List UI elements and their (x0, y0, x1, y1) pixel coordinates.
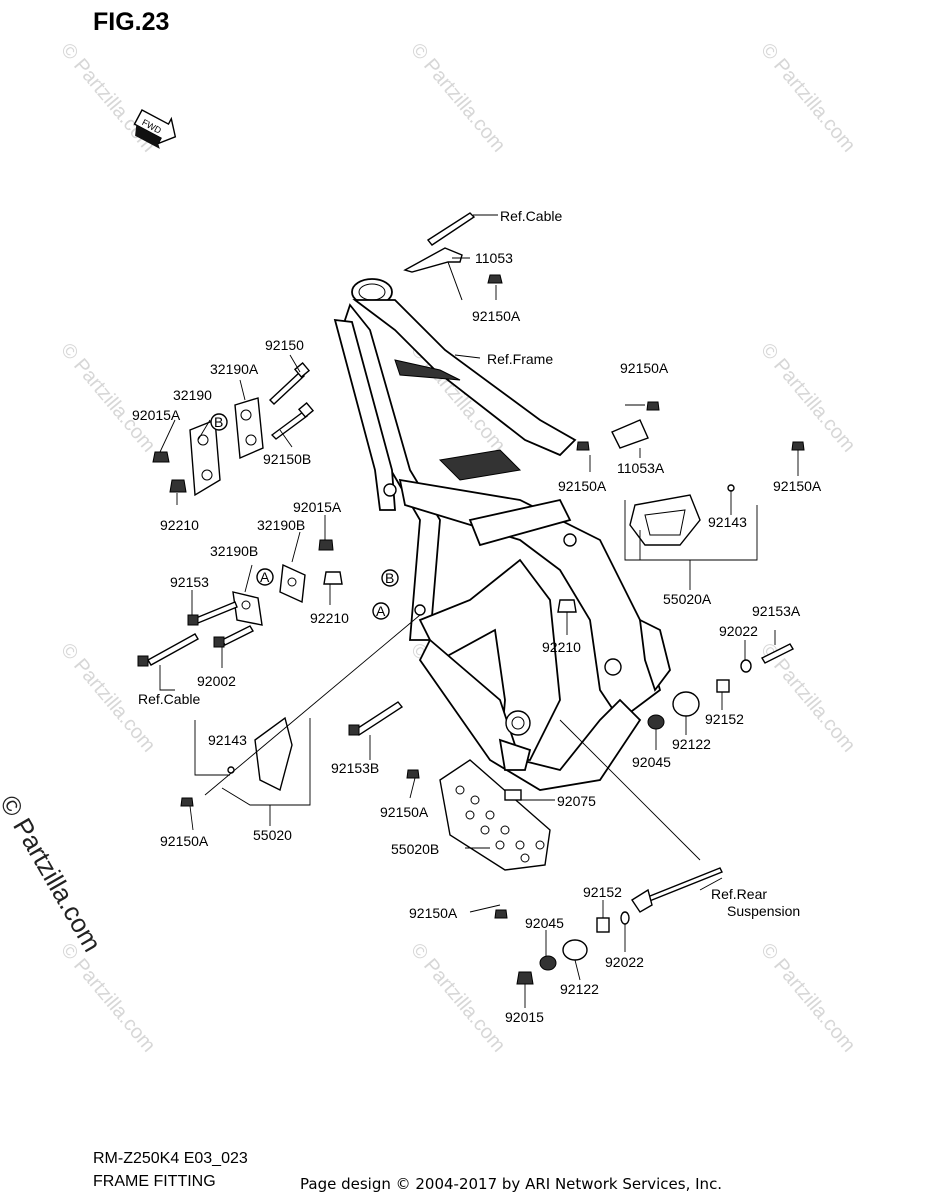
part-bolt-92153 (187, 601, 238, 626)
watermark-text: © Partzilla.com (56, 339, 159, 456)
part-cable-clamp-left (137, 633, 199, 667)
label-32190B-upper: 32190B (257, 517, 305, 533)
label-92210-center: 92210 (542, 639, 581, 655)
part-bolt-92150A-top (487, 274, 503, 284)
label-92153: 92153 (170, 574, 209, 590)
label-ref-cable-top: Ref.Cable (500, 208, 562, 224)
label-92153A: 92153A (752, 603, 801, 619)
watermark-text: © Partzilla.com (756, 939, 859, 1056)
part-bracket-32190B-lower (232, 591, 263, 626)
label-92150A-plate: 92150A (380, 804, 429, 820)
label-55020B: 55020B (391, 841, 439, 857)
section-name: FRAME FITTING (93, 1173, 216, 1190)
label-92045-bottom: 92045 (525, 915, 564, 931)
label-92150A-right1: 92150A (620, 360, 669, 376)
part-nut-92210-left (169, 479, 187, 493)
part-bearing-92122-bottom (562, 939, 588, 961)
part-shock-pin (631, 867, 723, 913)
watermark-text: © Partzilla.com (756, 339, 859, 456)
part-collar-92152-right (716, 679, 730, 693)
part-bolt-92002 (213, 625, 254, 648)
part-collar-92152-bottom (596, 917, 610, 933)
part-nut-92210-center (557, 599, 577, 613)
marker-a-frame: A (376, 603, 386, 619)
callout-labels: Ref.Cable 11053 92150A Ref.Frame 92150A … (132, 208, 822, 1025)
part-washer-92022-right (740, 659, 752, 673)
label-ref-frame: Ref.Frame (487, 351, 553, 367)
page-design-credit: Page design © 2004-2017 by ARI Network S… (300, 1175, 723, 1193)
label-92150: 92150 (265, 337, 304, 353)
marker-b-frame: B (385, 570, 394, 586)
label-suspension: Suspension (727, 903, 800, 919)
marker-b-left: B (214, 414, 223, 430)
part-bolt-92150B (270, 401, 315, 440)
part-bracket-32190A (234, 397, 264, 460)
label-92075: 92075 (557, 793, 596, 809)
label-92150A-left: 92150A (160, 833, 209, 849)
part-bracket-11053A (611, 419, 649, 449)
watermark-text: © Partzilla.com (406, 39, 509, 156)
watermark-text: © Partzilla.com (406, 939, 509, 1056)
label-92022-bottom: 92022 (605, 954, 644, 970)
part-cover-55020A (629, 494, 701, 546)
label-11053: 11053 (475, 250, 513, 266)
leader-lines (159, 214, 799, 1008)
label-92150A-top: 92150A (472, 308, 521, 324)
figure-title: FIG.23 (93, 8, 170, 36)
model-code: RM-Z250K4 E03_023 (93, 1150, 248, 1167)
label-92210-mid: 92210 (310, 610, 349, 626)
label-92150A-far-right: 92150A (773, 478, 822, 494)
label-92045-right: 92045 (632, 754, 671, 770)
part-cover-55020 (254, 716, 293, 792)
part-seal-92045-right (647, 714, 665, 730)
reference-markers: B A B A (210, 413, 399, 620)
label-32190: 32190 (173, 387, 212, 403)
part-nut-92015A-mid (318, 539, 334, 551)
label-92152-right: 92152 (705, 711, 744, 727)
part-bracket-32190 (189, 418, 221, 497)
part-nut-92210-mid (323, 571, 343, 585)
marker-a-left: A (260, 569, 270, 585)
part-nut-92015 (516, 971, 534, 985)
label-92015A-mid: 92015A (293, 499, 342, 515)
label-92015: 92015 (505, 1009, 544, 1025)
fwd-arrow-icon: FWD (133, 109, 177, 149)
motorcycle-frame (333, 278, 671, 791)
label-92122-bottom: 92122 (560, 981, 599, 997)
label-92210-left: 92210 (160, 517, 199, 533)
label-32190A: 32190A (210, 361, 259, 377)
label-92022-right: 92022 (719, 623, 758, 639)
watermark-text: © Partzilla.com (756, 39, 859, 156)
label-92152-bottom: 92152 (583, 884, 622, 900)
label-ref-cable-left: Ref.Cable (138, 691, 200, 707)
part-bracket-32190B-upper (279, 563, 306, 604)
label-92150A-bottom: 92150A (409, 905, 458, 921)
part-bolt-92150 (268, 361, 311, 405)
part-washer-92022-bottom (620, 911, 630, 925)
label-92150B: 92150B (263, 451, 311, 467)
label-55020: 55020 (253, 827, 292, 843)
label-92015A-left: 92015A (132, 407, 181, 423)
label-32190B-lower: 32190B (210, 543, 258, 559)
watermark-text: © Partzilla.com (56, 939, 159, 1056)
part-bearing-92122-right (672, 691, 700, 717)
label-92153B: 92153B (331, 760, 379, 776)
part-bolt-92153B (348, 701, 404, 736)
label-92122-right: 92122 (672, 736, 711, 752)
label-55020A: 55020A (663, 591, 712, 607)
part-nut-92015A-left (152, 451, 170, 463)
label-92143-right: 92143 (708, 514, 747, 530)
label-92143-left: 92143 (208, 732, 247, 748)
part-skid-plate-55020B (439, 759, 551, 871)
part-nut-92150A-right (576, 401, 805, 451)
part-seal-92045-bottom (539, 955, 557, 971)
label-11053A: 11053A (617, 460, 665, 476)
label-92002: 92002 (197, 673, 236, 689)
part-cable-guide-top (403, 212, 476, 301)
label-92150A-right2: 92150A (558, 478, 607, 494)
label-ref-rear: Ref.Rear (711, 886, 767, 902)
part-bolt-92153A (761, 643, 794, 664)
